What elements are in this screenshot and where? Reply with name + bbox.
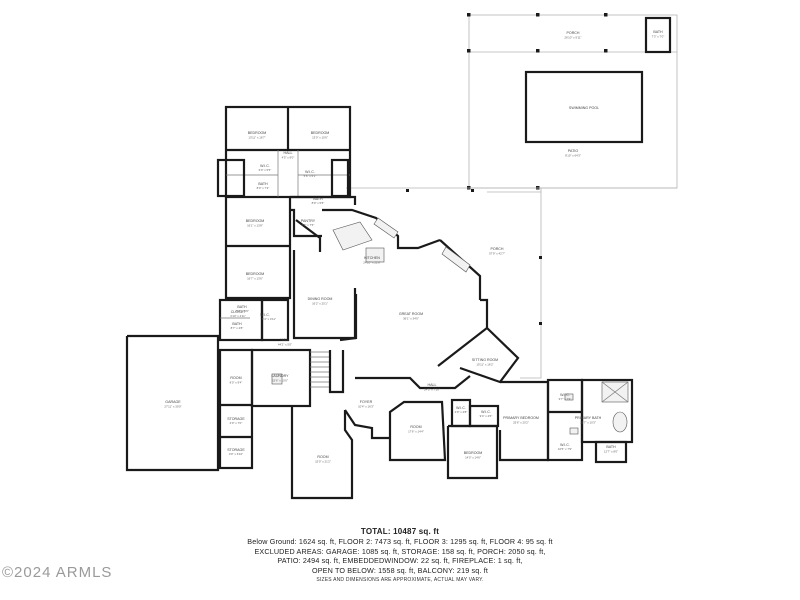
primary-suite-walls xyxy=(498,378,634,464)
room-label-bath: BATH xyxy=(232,322,242,326)
room-dims-bath: 4'11" x 5'0" xyxy=(235,309,249,313)
room-dims-porch: 26'10" x 9'11" xyxy=(564,36,581,40)
room-dims-room: 15'0" x 21'2" xyxy=(315,460,331,464)
room-label-pantry: PANTRY xyxy=(301,219,316,223)
room-dims-foyer: 10'4" x 16'3" xyxy=(358,405,374,409)
room-label-bedroom: BEDROOM xyxy=(311,131,330,135)
room-dims-pantry: 7'5" x 7'5" xyxy=(302,223,315,227)
room-label-wic: W.I.C. xyxy=(260,313,270,317)
room-label-bedroom: BEDROOM xyxy=(246,219,265,223)
room-dims-closet: 4'10" x 4'11" xyxy=(230,314,246,318)
room-label-dining-room: DINING ROOM xyxy=(308,297,333,301)
room-dims-hall: 24'5" x 7'10" xyxy=(424,388,440,392)
bath-top-room xyxy=(644,16,672,54)
area-breakdown-line: OPEN TO BELOW: 1558 sq. ft, BALCONY: 219… xyxy=(311,565,489,575)
room-dims-bedroom: 13'0" x 15'6" xyxy=(312,136,328,140)
room-dims-wic: 6'4" x 4'11" xyxy=(262,317,276,321)
disclaimer: SIZES AND DIMENSIONS ARE APPROXIMATE, AC… xyxy=(316,577,484,584)
room-dims-wic: 5'6" x 5'1" xyxy=(304,174,317,178)
room-dims-storage: 4'0" x 6'10" xyxy=(229,452,243,456)
swimming-pool xyxy=(524,70,644,144)
room-dims-wic: 10'5" x 7'9" xyxy=(558,447,572,451)
room-dims-bath: 8'0" x 7'3" xyxy=(257,186,270,190)
watermark: ©2024 ARMLS xyxy=(2,564,113,581)
room-label-bedroom: BEDROOM xyxy=(246,272,265,276)
room-label-bath: BATH xyxy=(606,445,616,449)
room-dims-kitchen: 24'10" x 22'8" xyxy=(363,261,380,265)
room-dims-porch: 57'9" x 42'7" xyxy=(489,252,505,256)
room-label-hall: HALL xyxy=(281,338,290,342)
room-label-bath: BATH xyxy=(237,305,247,309)
room-dims-hall: 4'5" x 9'0" xyxy=(282,156,295,160)
room-dims-sitting-room: 15'11" x 16'2" xyxy=(476,363,493,367)
room-label-bath: BATH xyxy=(258,182,268,186)
area-breakdown-line: PATIO: 2494 sq. ft, EMBEDDEDWINDOW: 22 s… xyxy=(277,556,523,566)
room-dims-bath: 12'7" x 8'0" xyxy=(604,450,618,454)
room-label-wic: W.I.C. xyxy=(560,443,570,447)
lower-core-walls xyxy=(250,348,500,500)
room-label-kitchen: KITCHEN xyxy=(364,256,380,260)
room-label-primary-bedroom: PRIMARY BEDROOM xyxy=(503,416,539,420)
room-label-hall: HALL xyxy=(428,383,437,387)
room-dims-great-room: 36'1" x 34'0" xyxy=(403,317,419,321)
room-dims-primary-bedroom: 25'6" x 20'2" xyxy=(513,421,529,425)
room-label-storage: STORAGE xyxy=(227,448,245,452)
room-label-swimming-pool: SWIMMING POOL xyxy=(569,106,599,110)
room-label-porch: PORCH xyxy=(567,31,580,35)
room-label-great-room: GREAT ROOM xyxy=(399,312,423,316)
room-label-closet: CLOSET xyxy=(231,310,246,314)
room-label-wic: W.I.C. xyxy=(560,393,570,397)
room-label-wic: W.I.C. xyxy=(481,410,491,414)
room-dims-wic: 9'4" x 4'6" xyxy=(480,414,493,418)
core-walls xyxy=(290,195,520,390)
room-dims-storage: 4'0" x 7'0" xyxy=(230,421,243,425)
room-dims-wic: 2'9" x 4'8" xyxy=(455,410,468,414)
room-dims-room: 17'6" x 14'4" xyxy=(408,430,424,434)
room-dims-hall: 44'2" x 5'0" xyxy=(278,343,292,347)
room-dims-dining-room: 16'2" x 25'1" xyxy=(312,302,328,306)
room-dims-bath: 7'3" x 7'0" xyxy=(652,35,665,39)
area-breakdown-line: EXCLUDED AREAS: GARAGE: 1085 sq. ft, STO… xyxy=(254,546,546,556)
room-labels: PORCH 26'10" x 9'11" BATH 7'3" x 7'0" SW… xyxy=(164,30,664,464)
room-label-wic: W.I.C. xyxy=(260,164,270,168)
room-label-room: ROOM xyxy=(410,425,421,429)
room-dims-bedroom: 16'1" x 13'8" xyxy=(247,224,263,228)
room-label-laundry: LAUNDRY xyxy=(271,374,289,378)
left-wing-walls xyxy=(125,197,292,472)
room-label-patio: PATIO xyxy=(568,149,578,153)
room-dims-primary-bath: 22'7" x 10'3" xyxy=(580,421,596,425)
room-label-sitting-room: SITTING ROOM xyxy=(472,358,498,362)
room-dims-bedroom: 16'7" x 13'6" xyxy=(247,277,263,281)
room-label-bedroom: BEDROOM xyxy=(248,131,267,135)
total-area: TOTAL: 10487 sq. ft xyxy=(360,527,440,536)
room-dims-laundry: 15'6" x 10'0" xyxy=(272,379,288,383)
porch-area xyxy=(346,187,677,379)
area-summary: TOTAL: 10487 sq. ft Below Ground: 1624 s… xyxy=(160,527,640,583)
room-dims-bath: 8'7" x 4'8" xyxy=(231,326,244,330)
room-label-bedroom: BEDROOM xyxy=(464,451,483,455)
room-label-primary-bath: PRIMARY BATH xyxy=(575,416,602,420)
room-dims-room: 8'0" x 9'4" xyxy=(230,381,243,385)
room-dims-wic: 6'0" x 5'5" xyxy=(259,168,272,172)
room-label-garage: GARAGE xyxy=(165,400,181,404)
room-label-wic: W.I.C. xyxy=(456,406,466,410)
room-label-bath: BATH xyxy=(313,197,323,201)
room-label-bath: BATH xyxy=(653,30,663,34)
room-label-storage: STORAGE xyxy=(227,417,245,421)
room-dims-bedroom: 13'11" x 16'7" xyxy=(248,136,265,140)
room-label-room: ROOM xyxy=(230,376,241,380)
room-label-porch: PORCH xyxy=(491,247,504,251)
room-dims-bedroom: 14'0" x 14'6" xyxy=(465,456,481,460)
room-dims-bath: 8'9" x 5'5" xyxy=(312,201,325,205)
room-label-room: ROOM xyxy=(317,455,328,459)
room-label-foyer: FOYER xyxy=(360,400,373,404)
room-label-wic: W.I.C. xyxy=(305,170,315,174)
room-label-hall: HALL xyxy=(284,151,293,155)
room-dims-garage: 27'11" x 30'0" xyxy=(164,405,181,409)
room-dims-patio: 8'10" x 64'3" xyxy=(565,154,581,158)
room-dims-wic: 9'7" x 7'9" xyxy=(559,397,572,401)
area-breakdown-line: Below Ground: 1624 sq. ft, FLOOR 2: 7473… xyxy=(247,537,553,546)
